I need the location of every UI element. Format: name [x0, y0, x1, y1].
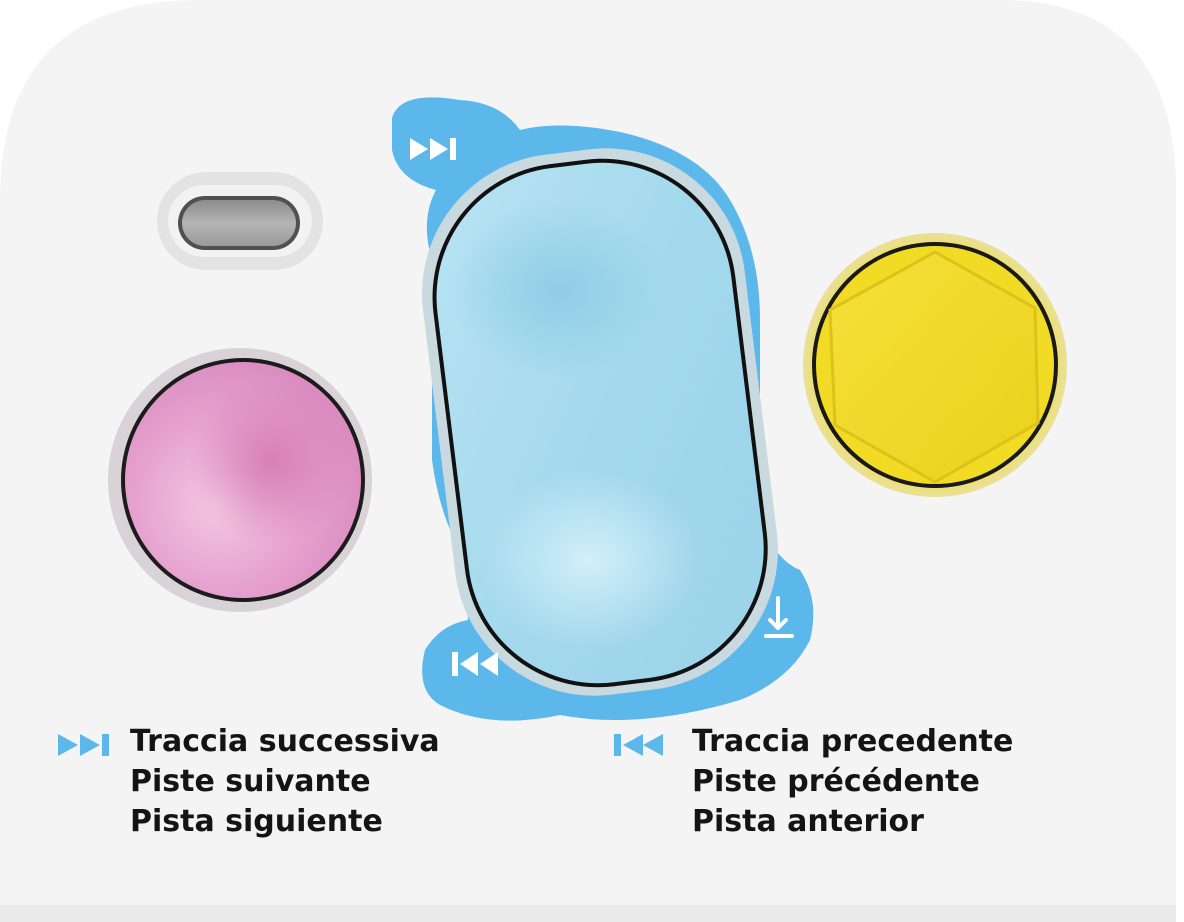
legend-next-spanish: Pista siguiente	[130, 804, 383, 839]
pink-button[interactable]	[108, 348, 372, 612]
legend-previous-french: Piste précédente	[692, 764, 980, 799]
legend-previous-track-icon	[614, 734, 663, 756]
legend-next-track: Traccia successiva Piste suivante Pista …	[130, 722, 440, 842]
legend-next-track-icon	[58, 734, 109, 756]
legend-previous-spanish: Pista anterior	[692, 804, 924, 839]
track-rocker-button[interactable]	[406, 132, 794, 711]
previous-track-icon	[452, 652, 498, 676]
download-arrow-icon	[764, 596, 794, 638]
legend-previous-track: Traccia precedente Piste précédente Pist…	[692, 722, 1013, 842]
legend-next-french: Piste suivante	[130, 764, 371, 799]
speaker-slot	[157, 172, 323, 270]
legend-previous-italian: Traccia precedente	[692, 724, 1014, 759]
yellow-button[interactable]	[803, 233, 1067, 497]
next-track-icon	[410, 138, 456, 160]
legend-next-italian: Traccia successiva	[130, 724, 440, 759]
